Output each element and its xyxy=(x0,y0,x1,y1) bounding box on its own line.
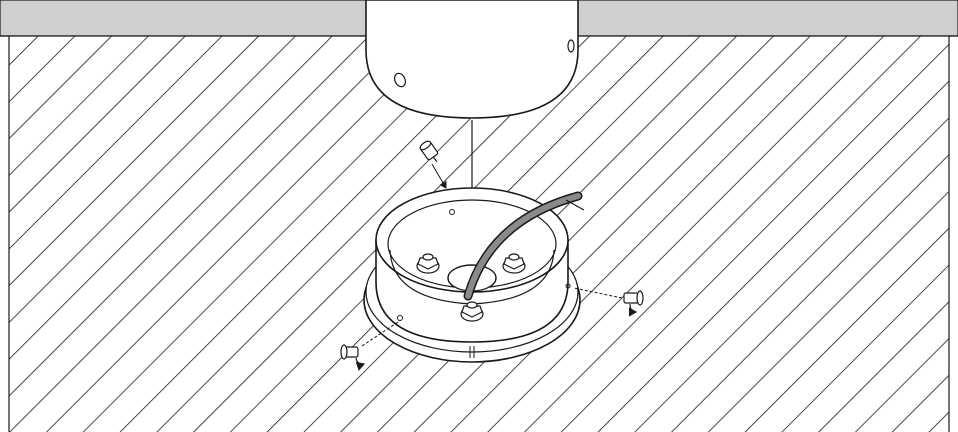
set-screw-icon xyxy=(623,290,644,317)
set-screw-icon xyxy=(340,344,366,371)
direction-arrow-icon xyxy=(573,287,623,299)
set-screw-icon xyxy=(419,140,439,163)
direction-arrow-icon xyxy=(361,321,399,347)
bollard-housing-icon xyxy=(365,0,579,119)
cable-icon xyxy=(463,191,585,301)
anchor-nut-icon xyxy=(416,253,526,322)
direction-arrow-icon xyxy=(431,163,447,189)
